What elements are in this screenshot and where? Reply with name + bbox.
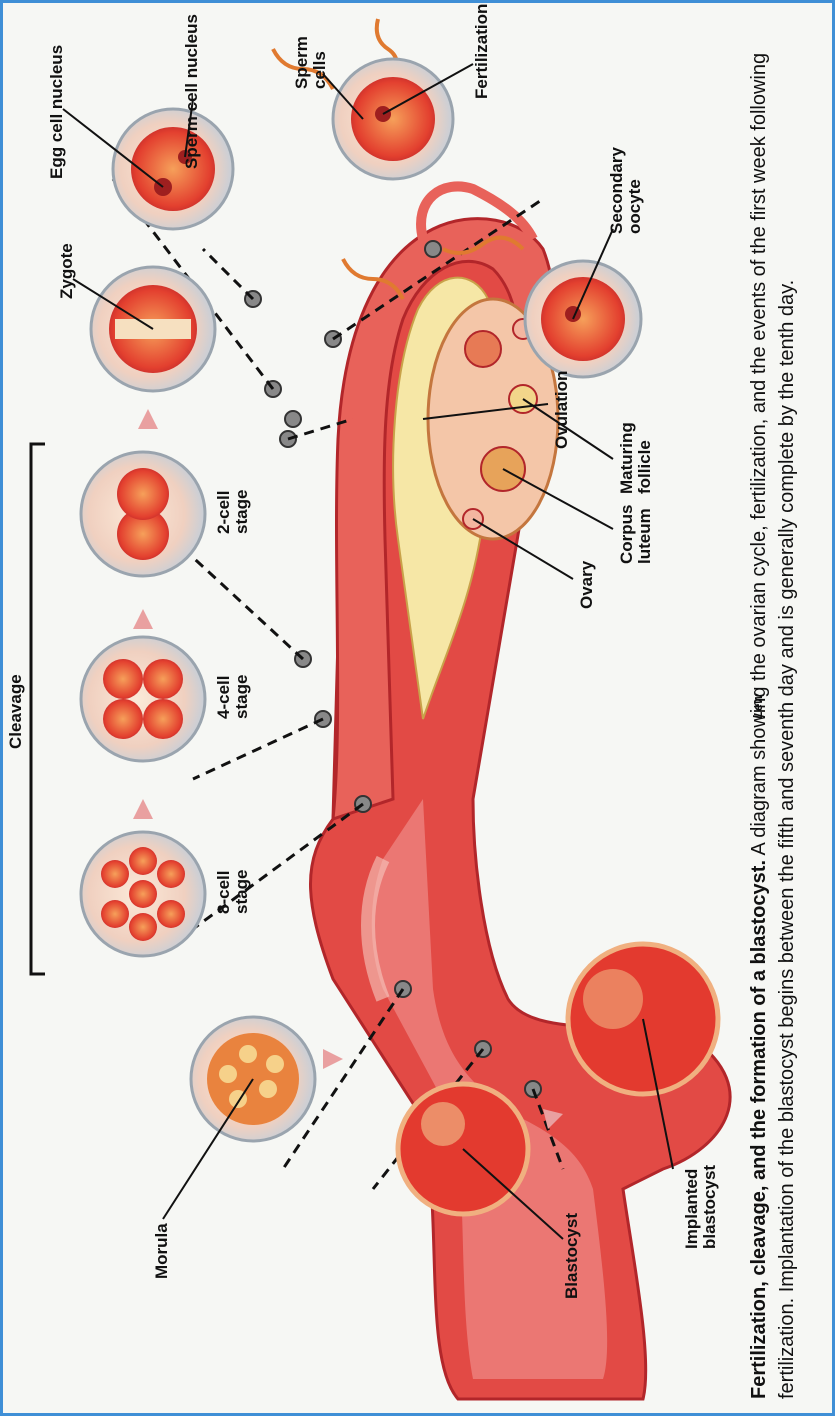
- label-4-cell-line2: stage: [233, 675, 251, 719]
- label-cleavage: Cleavage: [7, 674, 25, 749]
- label-maturing-follicle-line1: Maturing: [618, 422, 636, 494]
- figure-caption: Fertilization, cleavage, and the formati…: [745, 19, 801, 1399]
- cleavage-bracket: [31, 444, 45, 974]
- label-8-cell-line2: stage: [233, 870, 251, 914]
- label-sperm-cells-line2: cells: [311, 51, 329, 89]
- label-fertilization: Fertilization: [473, 4, 491, 99]
- label-morula: Morula: [153, 1223, 171, 1279]
- label-blastocyst: Blastocyst: [563, 1213, 581, 1299]
- label-8-cell-line1: 8-cell: [215, 871, 233, 914]
- label-sperm-cell-nucleus: Sperm cell nucleus: [183, 14, 201, 169]
- label-2-cell-line1: 2-cell: [215, 491, 233, 534]
- caption-title: Fertilization, cleavage, and the formati…: [748, 860, 770, 1399]
- label-implanted-blastocyst-line2: blastocyst: [701, 1165, 719, 1249]
- label-ovulation: Ovulation: [553, 371, 571, 449]
- label-maturing-follicle-line2: follicle: [636, 440, 654, 494]
- label-egg-cell-nucleus: Egg cell nucleus: [48, 45, 66, 179]
- label-2-cell-line2: stage: [233, 490, 251, 534]
- label-4-cell-line1: 4-cell: [215, 676, 233, 719]
- label-implanted-blastocyst-line1: Implanted: [683, 1169, 701, 1249]
- label-secondary-oocyte-line1: Secondary: [608, 147, 626, 234]
- rotated-figure: Egg cell nucleus Sperm cell nucleus Sper…: [3, 3, 835, 1416]
- label-ovary: Ovary: [578, 561, 596, 609]
- label-secondary-oocyte-line2: oocyte: [626, 179, 644, 234]
- label-corpus-luteum-line1: Corpus: [618, 505, 636, 565]
- label-zygote: Zygote: [58, 243, 76, 299]
- label-sperm-cells-line1: Sperm: [293, 36, 311, 89]
- label-corpus-luteum-line2: luteum: [636, 508, 654, 564]
